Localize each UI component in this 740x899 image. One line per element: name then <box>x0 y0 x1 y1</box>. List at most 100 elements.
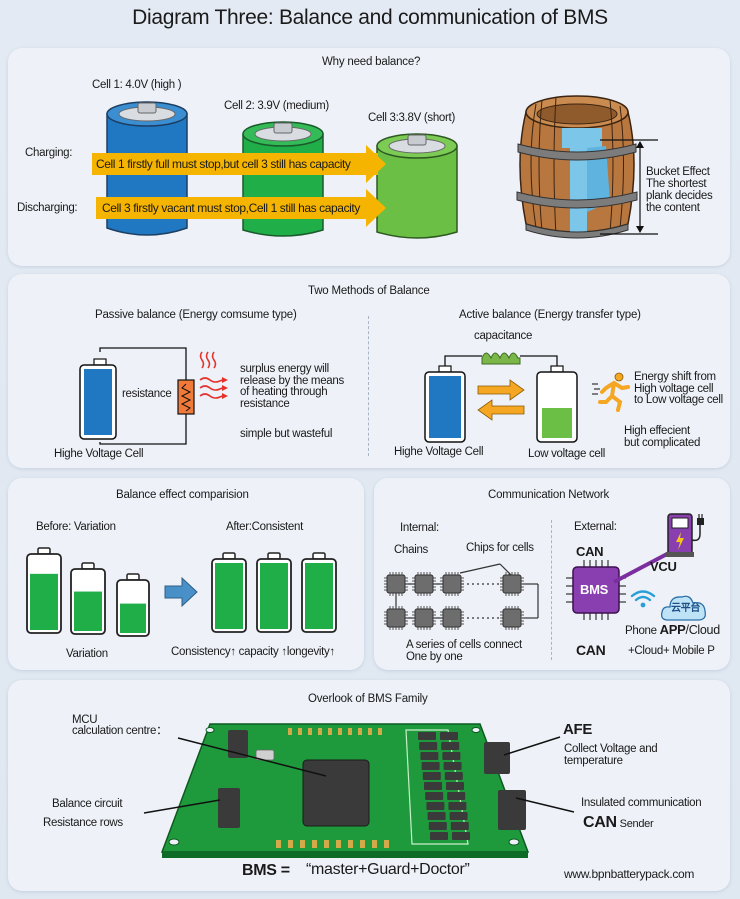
charging-label: Charging: <box>25 147 73 159</box>
why-balance-heading: Why need balance? <box>322 56 421 68</box>
after-caption: Consistency↑ capacity ↑longevity↑ <box>171 646 335 658</box>
cell-3-battery-icon <box>376 133 458 239</box>
phone-text: Phone <box>625 625 657 637</box>
comm-divider <box>551 520 552 660</box>
capacitance-label: capacitance <box>474 330 533 342</box>
cell-3-label: Cell 3:3.8V (short) <box>368 112 455 124</box>
website-label: www.bpnbatterypack.com <box>564 867 695 881</box>
bucket-line-1: Bucket Effect <box>646 166 710 178</box>
cloud-icon <box>660 595 706 621</box>
active-title: Active balance (Energy transfer type) <box>459 309 641 321</box>
before-battery-1 <box>26 547 62 634</box>
can-bottom-label: CAN <box>576 642 606 658</box>
charging-arrowhead <box>366 145 386 183</box>
discharging-arrowhead <box>366 189 386 227</box>
chains-label: Chains <box>394 544 428 556</box>
resistance-label: resistance <box>122 388 172 401</box>
active-circuit <box>424 352 578 443</box>
phone-app-label: Phone APP/Cloud <box>625 623 720 637</box>
active-low-cell-label: Low voltage cell <box>528 448 606 460</box>
cloud-mobile-label: +Cloud+ Mobile P <box>628 645 715 657</box>
wifi-icon <box>630 590 656 608</box>
barrel-icon <box>516 95 638 239</box>
active-desc-line-1: Energy shift from <box>634 371 716 383</box>
active-desc-line-2: High voltage cell <box>634 382 714 395</box>
afe-desc: Collect Voltage and temperature <box>564 743 658 767</box>
active-verdict-line-1: High effecient <box>624 425 690 437</box>
can-sender-text: Sender <box>619 818 654 830</box>
active-high-cell-label: Highe Voltage Cell <box>394 446 484 458</box>
charging-station-icon <box>666 513 704 557</box>
chips-label: Chips for cells <box>466 542 534 554</box>
can-top-label: CAN <box>576 544 604 559</box>
passive-title: Passive balance (Energy comsume type) <box>95 309 297 321</box>
after-label: After:Consistent <box>226 521 304 533</box>
bucket-effect-text: Bucket Effect The shortest plank decides… <box>646 166 713 215</box>
after-battery-2 <box>256 552 292 633</box>
after-battery-1 <box>211 552 247 633</box>
passive-description: surplus energy will release by the means… <box>240 363 344 410</box>
can-sender-can: CAN <box>583 814 617 831</box>
running-person-icon <box>592 372 630 412</box>
cell-2-label: Cell 2: 3.9V (medium) <box>224 100 329 112</box>
cell-chip-icon <box>384 606 408 630</box>
bucket-line-2: The shortest <box>646 178 707 191</box>
passive-verdict: simple but wasteful <box>240 428 333 440</box>
methods-divider <box>368 316 369 456</box>
before-battery-3-level <box>120 603 146 633</box>
active-verdict: High effecient but complicated <box>624 425 701 449</box>
app-text: APP <box>659 622 686 637</box>
right-arrow-icon <box>164 576 198 608</box>
transfer-arrows-icon <box>477 379 525 421</box>
cloud-platform-text: 云平台 <box>671 603 701 614</box>
two-methods-panel <box>8 274 730 468</box>
formula-lhs: BMS = <box>242 862 290 879</box>
after-battery-3-level <box>305 563 333 629</box>
resistance-rows-label: Resistance rows <box>43 817 123 829</box>
discharging-label: Discharging: <box>17 202 78 214</box>
internal-caption-line-1: A series of cells connect <box>406 639 522 651</box>
pcb-board-icon <box>160 723 530 858</box>
cell-chip-icon <box>412 572 436 596</box>
bms-chip-icon <box>566 560 626 620</box>
passive-desc-line-1: surplus energy will <box>240 363 329 375</box>
chip-network <box>384 563 539 630</box>
cell-1-label: Cell 1: 4.0V (high ) <box>92 79 182 91</box>
internal-caption-line-2: One by one <box>406 650 463 663</box>
height-dimension-icon <box>600 139 658 235</box>
bucket-line-4: the content <box>646 202 700 215</box>
afe-desc-line-2: temperature <box>564 754 623 767</box>
passive-circuit <box>79 347 195 445</box>
cell-chip-icon <box>500 606 524 630</box>
bms-chip-label: BMS <box>580 582 608 597</box>
communication-heading: Communication Network <box>488 489 610 501</box>
afe-label: AFE <box>563 721 593 738</box>
heat-waves-icon <box>199 351 228 399</box>
active-verdict-line-2: but complicated <box>624 436 701 449</box>
page-title: Diagram Three: Balance and communication… <box>132 6 608 29</box>
active-description: Energy shift from High voltage cell to L… <box>634 371 723 407</box>
cell-chip-icon <box>440 606 464 630</box>
internal-label: Internal: <box>400 522 439 534</box>
cell-chip-icon <box>440 572 464 596</box>
balance-circuit-label: Balance circuit <box>52 798 123 810</box>
discharging-arrow: Cell 3 firstly vacant must stop,Cell 1 s… <box>96 197 374 219</box>
insulated-comm-label: Insulated communication <box>581 797 702 809</box>
bucket-line-3: plank decides <box>646 190 713 203</box>
passive-desc-line-4: resistance <box>240 397 290 410</box>
external-label: External: <box>574 521 617 533</box>
before-label: Before: Variation <box>36 521 116 533</box>
balance-effect-heading: Balance effect comparision <box>116 489 249 501</box>
passive-desc-line-3: of heating through <box>240 386 328 398</box>
passive-cell-label: Highe Voltage Cell <box>54 448 144 460</box>
after-battery-2-level <box>260 563 288 629</box>
formula-rhs: “master+Guard+Doctor” <box>306 861 470 878</box>
cloud-tail-text: /Cloud <box>685 623 721 637</box>
mcu-desc: calculation centre： <box>72 725 168 737</box>
communication-panel <box>374 478 730 670</box>
cell-chip-icon <box>384 572 408 596</box>
active-desc-line-3: to Low voltage cell <box>634 394 723 406</box>
cell-chip-icon <box>500 572 524 596</box>
charging-arrow: Cell 1 firstly full must stop,but cell 3… <box>92 153 378 175</box>
